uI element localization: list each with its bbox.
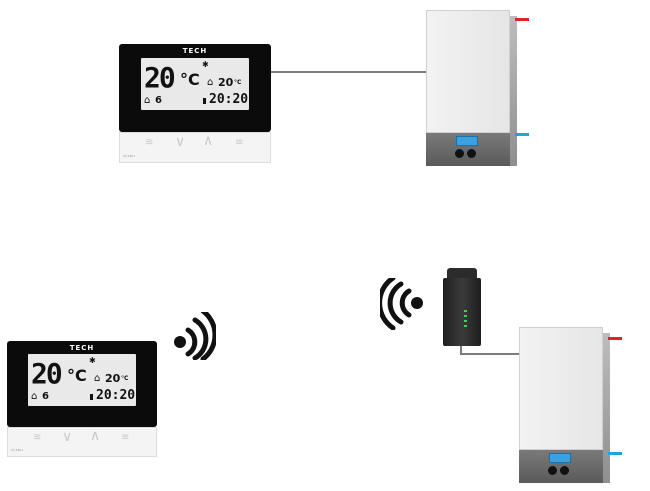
menu-button-icon: ≡ [235, 137, 244, 148]
boiler-bottom [519, 327, 611, 483]
room-temperature: 20 [218, 76, 234, 89]
module-led [464, 310, 467, 312]
heat-button-icon: ≋ [145, 137, 154, 148]
thermostat-base [119, 132, 271, 163]
up-button-icon: ∧ [203, 133, 214, 149]
menu-button-icon: ≡ [121, 432, 130, 443]
home-icon: ⌂ [144, 95, 151, 106]
clock-time: 20:20 [96, 388, 136, 403]
battery-icon [90, 394, 93, 400]
boiler-display [456, 136, 478, 146]
module-led [464, 320, 467, 322]
boiler-casing [426, 10, 510, 133]
home-icon: ⌂ [31, 391, 38, 402]
house-temp-icon: ⌂ [207, 77, 214, 88]
down-button-icon: ∨ [175, 134, 186, 150]
battery-icon [203, 98, 206, 104]
thermostat-screen: 20 °C ✱ ⌂ 20 °C ⌂ 6 20:20 [28, 354, 136, 406]
down-button-icon: ∨ [62, 429, 73, 445]
boiler-knob-left [548, 466, 557, 475]
temperature-unit: °C [67, 366, 87, 385]
boiler-casing [519, 327, 603, 450]
cold-water-pipe [608, 452, 622, 455]
boiler-side [510, 16, 517, 166]
module-led [464, 315, 467, 317]
zone-number: 6 [42, 391, 49, 402]
module-body [443, 278, 481, 346]
boiler-knob-right [467, 149, 476, 158]
brand-logo: TECH [69, 344, 95, 352]
up-button-icon: ∧ [90, 428, 101, 444]
temperature-readout: 20 [31, 357, 63, 390]
temperature-unit: °C [180, 70, 200, 89]
zone-number: 6 [155, 95, 162, 106]
model-label: ST-2801 [123, 154, 136, 158]
boiler-knob-right [560, 466, 569, 475]
thermostat-base [7, 427, 157, 457]
fan-icon: ✱ [202, 60, 209, 69]
thermostat-screen: 20 °C ✱ ⌂ 20 °C ⌂ 6 20:20 [141, 58, 249, 110]
wireless-signal-icon [380, 278, 423, 330]
thermostat-wired: TECH 20 °C ✱ ⌂ 20 °C ⌂ 6 20:20 ≋ ∨ ∧ ≡ S… [119, 44, 271, 163]
module-top [447, 268, 477, 280]
clock-time: 20:20 [209, 92, 249, 107]
wire-cable [460, 353, 521, 355]
boiler-top [426, 10, 518, 166]
room-temperature-unit: °C [121, 375, 129, 382]
temperature-readout: 20 [144, 61, 176, 94]
house-temp-icon: ⌂ [94, 373, 101, 384]
cold-water-pipe [515, 133, 529, 136]
hot-water-pipe [515, 18, 529, 21]
room-temperature-unit: °C [234, 79, 242, 86]
room-temperature: 20 [105, 372, 121, 385]
boiler-side [603, 333, 610, 483]
receiver-module [443, 268, 481, 348]
module-led [464, 325, 467, 327]
hot-water-pipe [608, 337, 622, 340]
brand-logo: TECH [182, 47, 208, 55]
model-label: ST-2801 [11, 448, 24, 452]
fan-icon: ✱ [89, 356, 96, 365]
heat-button-icon: ≋ [33, 432, 42, 443]
wireless-signal-icon [174, 312, 216, 360]
thermostat-wireless: TECH 20 °C ✱ ⌂ 20 °C ⌂ 6 20:20 ≋ ∨ ∧ ≡ S… [7, 341, 157, 457]
boiler-knob-left [455, 149, 464, 158]
wire-cable [271, 71, 428, 73]
boiler-display [549, 453, 571, 463]
wire-cable [460, 346, 462, 354]
